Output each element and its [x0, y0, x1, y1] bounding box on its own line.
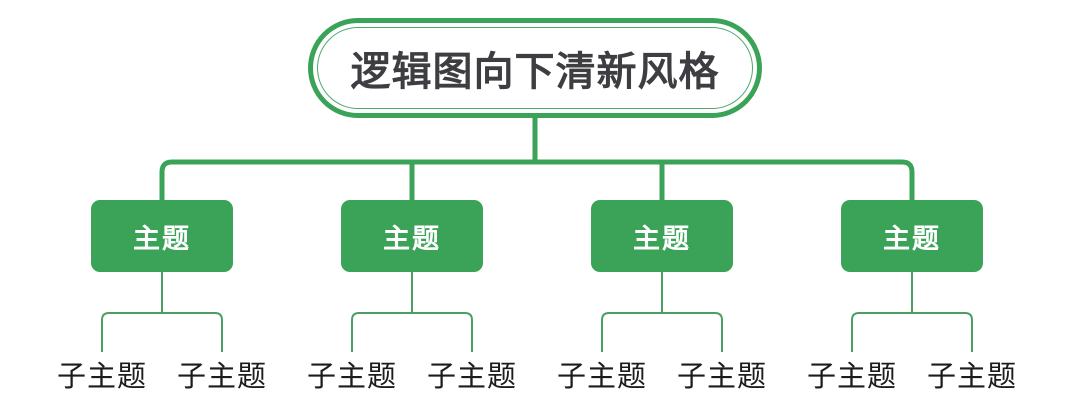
topic-node-4[interactable]: 主题	[841, 200, 983, 272]
leaf-node-label: 子主题	[426, 361, 517, 393]
leaf-node-2-1[interactable]: 子主题	[282, 353, 422, 395]
leaf-node-label: 子主题	[676, 361, 767, 393]
leaf-node-3-1[interactable]: 子主题	[532, 353, 672, 395]
topic-node-label: 主题	[133, 223, 191, 254]
leaf-node-label: 子主题	[806, 361, 897, 393]
leaf-node-4-2[interactable]: 子主题	[902, 353, 1042, 395]
leaf-bus-edge-2	[351, 312, 473, 352]
leaf-node-1-1[interactable]: 子主题	[32, 353, 172, 395]
leaf-node-label: 子主题	[306, 361, 397, 393]
leaf-node-label: 子主题	[56, 361, 147, 393]
leaf-node-label: 子主题	[926, 361, 1017, 393]
root-node-label: 逻辑图向下清新风格	[350, 50, 720, 94]
topic-node-label: 主题	[883, 223, 941, 254]
topic-bus-edge	[159, 159, 915, 200]
leaf-node-1-2[interactable]: 子主题	[152, 353, 292, 395]
leaf-node-3-2[interactable]: 子主题	[652, 353, 792, 395]
leaf-node-label: 子主题	[176, 361, 267, 393]
leaf-bus-edge-3	[601, 312, 723, 352]
leaf-node-2-2[interactable]: 子主题	[402, 353, 542, 395]
topic-node-label: 主题	[633, 223, 691, 254]
leaf-bus-edge-4	[851, 312, 973, 352]
topic-node-2[interactable]: 主题	[341, 200, 483, 272]
root-node[interactable]: 逻辑图向下清新风格	[308, 18, 762, 118]
leaf-node-label: 子主题	[556, 361, 647, 393]
topic-node-label: 主题	[383, 223, 441, 254]
leaf-node-4-1[interactable]: 子主题	[782, 353, 922, 395]
topic-node-1[interactable]: 主题	[91, 200, 233, 272]
topic-node-3[interactable]: 主题	[591, 200, 733, 272]
leaf-bus-edge-1	[101, 312, 223, 352]
